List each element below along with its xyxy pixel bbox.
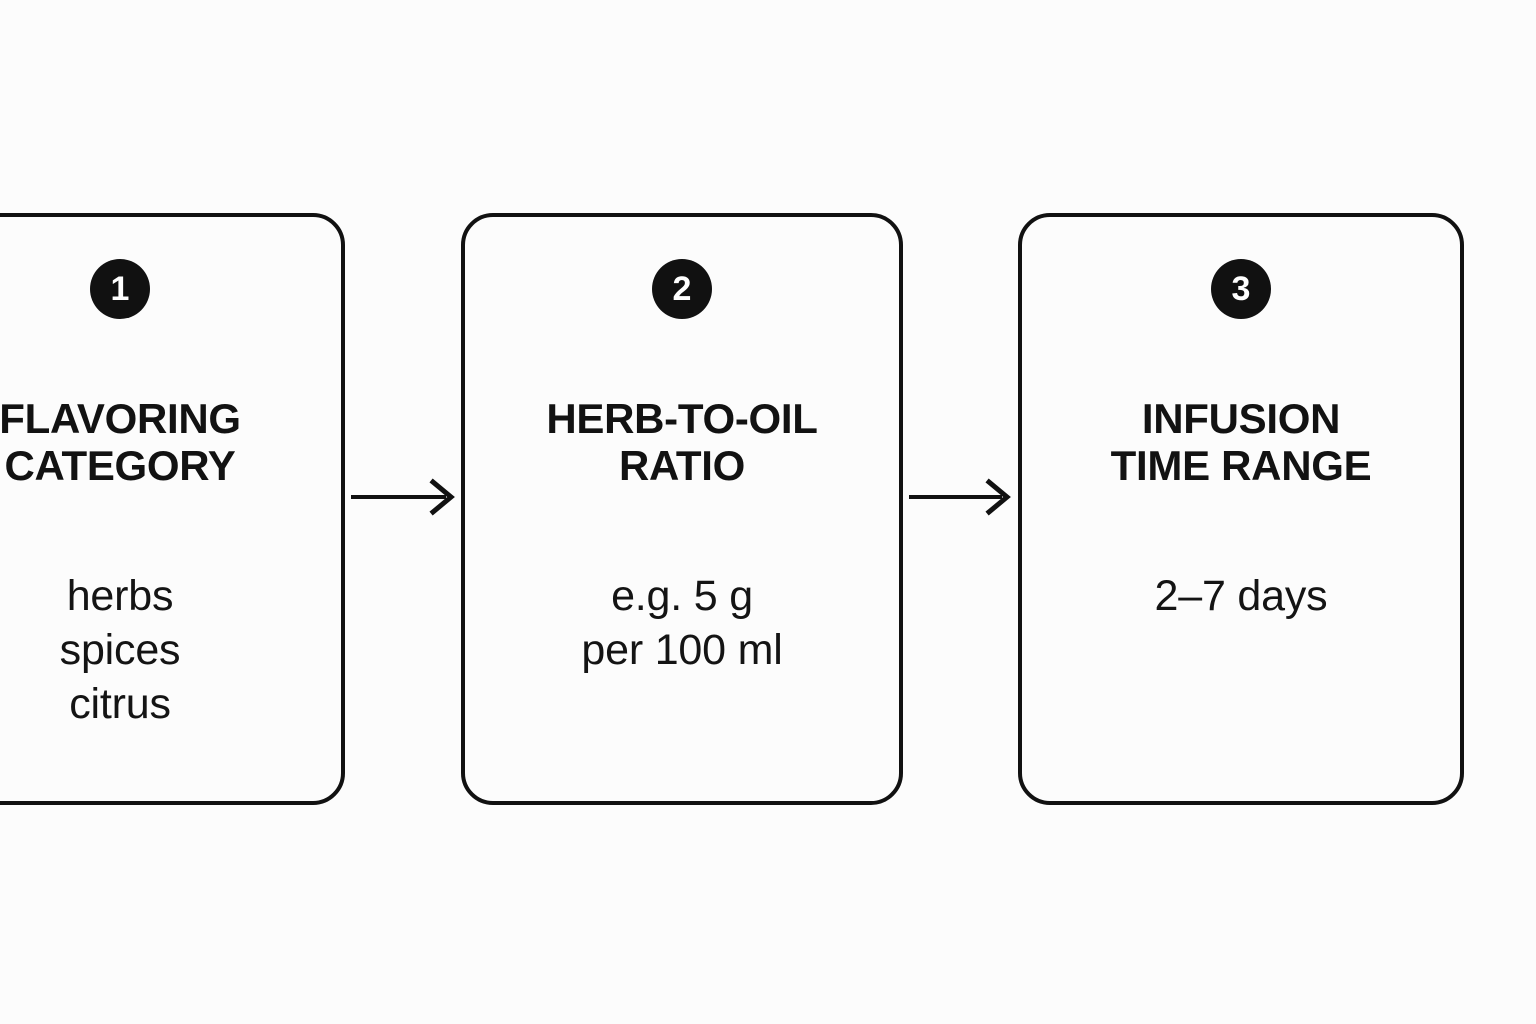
step-body-3: 2–7 days — [1154, 572, 1328, 620]
step-number-badge-2: 2 — [652, 259, 712, 319]
step-card-1[interactable]: 1 FLAVORING CATEGORY herbs spices citrus — [0, 213, 345, 805]
step-body-1: herbs spices citrus — [59, 572, 181, 729]
connector-arrow-2 — [909, 476, 1015, 518]
step-title-1: FLAVORING CATEGORY — [0, 395, 241, 490]
step-title-2: HERB-TO-OIL RATIO — [546, 395, 818, 490]
connector-arrow-1 — [351, 476, 459, 518]
step-card-2[interactable]: 2 HERB-TO-OIL RATIO e.g. 5 g per 100 ml — [461, 213, 903, 805]
step-title-3: INFUSION TIME RANGE — [1110, 395, 1372, 490]
step-body-2: e.g. 5 g per 100 ml — [581, 572, 783, 675]
step-card-3[interactable]: 3 INFUSION TIME RANGE 2–7 days — [1018, 213, 1464, 805]
step-number-badge-3: 3 — [1211, 259, 1271, 319]
step-number-badge-1: 1 — [90, 259, 150, 319]
